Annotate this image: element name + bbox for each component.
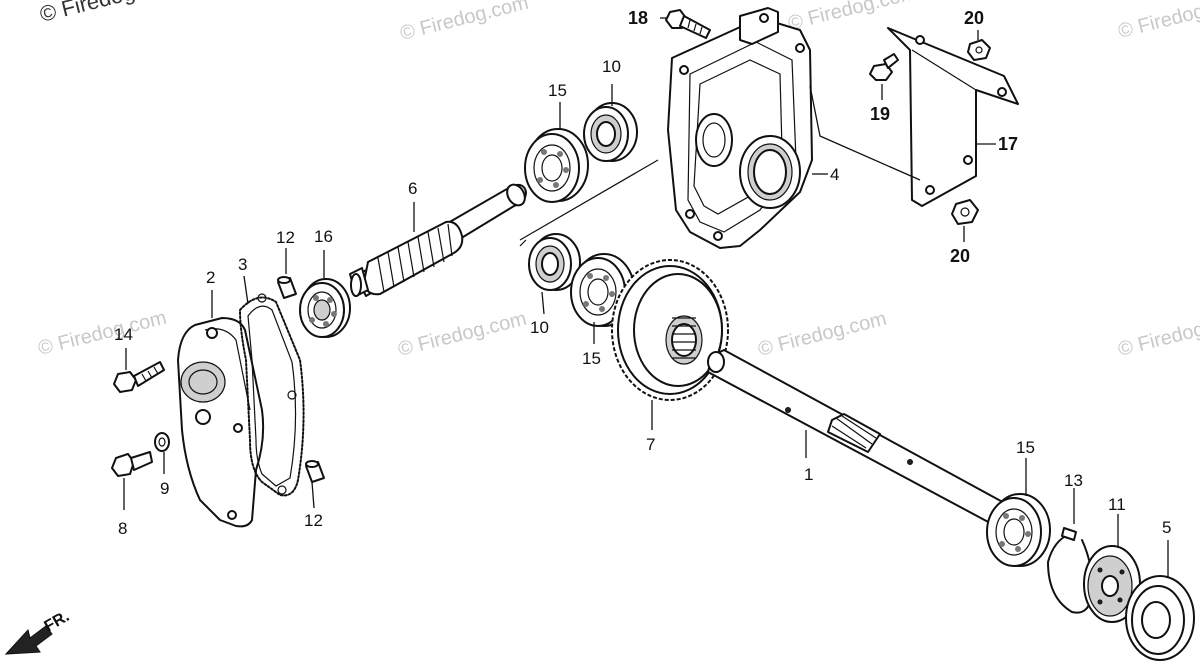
- callout-6: 6: [408, 179, 417, 198]
- part-10-bearing-upper: [583, 102, 638, 162]
- callout-5: 5: [1162, 518, 1171, 537]
- callout-18: 18: [628, 8, 648, 28]
- part-6-worm-shaft: [349, 183, 527, 297]
- front-arrow-icon: [4, 625, 53, 655]
- callout-11: 11: [1108, 495, 1126, 514]
- callout-19: 19: [870, 104, 890, 124]
- callout-2: 2: [206, 268, 215, 287]
- callout-13: 13: [1064, 471, 1083, 490]
- part-5-seal: [1125, 575, 1195, 661]
- part-12-dowel-pin-lower: [305, 460, 325, 483]
- callout-14: 14: [114, 325, 133, 344]
- callout-17: 17: [998, 134, 1018, 154]
- callout-numbers: 1 2 3 4 5 6 7 8 9 10 10 11 12 12 13 14 1…: [114, 8, 1171, 538]
- callout-12-lower: 12: [304, 511, 323, 530]
- part-3-gasket: [239, 293, 305, 497]
- watermark-top-center: © Firedog.com: [398, 0, 531, 45]
- part-11-plate: [1083, 545, 1141, 623]
- watermark-mid-left: © Firedog.com: [36, 307, 169, 360]
- part-10-bearing-lower: [528, 233, 581, 291]
- part-17-bracket: [887, 27, 1019, 207]
- part-15-bearing-right: [986, 493, 1051, 567]
- callout-15-upper: 15: [548, 81, 567, 100]
- watermark-mid-right: © Firedog.com: [756, 308, 889, 361]
- part-14-bolt: [113, 361, 165, 393]
- callout-12-upper: 12: [276, 228, 295, 247]
- callout-10-lower: 10: [530, 318, 549, 337]
- front-direction-marker: FR.: [4, 608, 72, 655]
- part-20-nut-lower: [951, 199, 979, 225]
- part-7-spur-gear: [611, 259, 729, 401]
- watermark-top-edge: © Firedog.com: [1116, 0, 1200, 43]
- callout-7: 7: [646, 435, 655, 454]
- callout-20-upper: 20: [964, 8, 984, 28]
- part-16-bearing: [299, 278, 351, 338]
- callout-15-right: 15: [1016, 438, 1035, 457]
- part-20-nut-upper: [967, 39, 991, 61]
- callout-4: 4: [830, 165, 839, 184]
- alignment-line-upper: [519, 159, 659, 241]
- part-8-bolt: [111, 451, 153, 477]
- part-19-bolt: [869, 53, 899, 81]
- callout-1: 1: [804, 465, 813, 484]
- watermark-mid-center: © Firedog.com: [396, 308, 529, 361]
- callout-15-lower: 15: [582, 349, 601, 368]
- callout-3: 3: [238, 255, 247, 274]
- watermark-mid-edge: © Firedog.com: [1116, 308, 1200, 361]
- callout-9: 9: [160, 479, 169, 498]
- watermark-top-right: © Firedog.com: [786, 0, 919, 35]
- part-18-bolt: [665, 9, 711, 39]
- part-15-bearing-upper: [524, 128, 589, 203]
- watermark-top-left: © Firedog.com: [37, 0, 183, 27]
- callout-8: 8: [118, 519, 127, 538]
- callout-20-lower: 20: [950, 246, 970, 266]
- part-2-gear-cover: [177, 317, 265, 528]
- callout-16: 16: [314, 227, 333, 246]
- part-4-gear-case: [667, 7, 813, 249]
- callout-10-upper: 10: [602, 57, 621, 76]
- part-9-washer: [154, 432, 170, 452]
- part-12-dowel-pin-upper: [277, 276, 297, 299]
- alignment-tick: [519, 239, 527, 247]
- leader-lines: [123, 17, 1169, 578]
- part-1-output-shaft: [707, 349, 1011, 525]
